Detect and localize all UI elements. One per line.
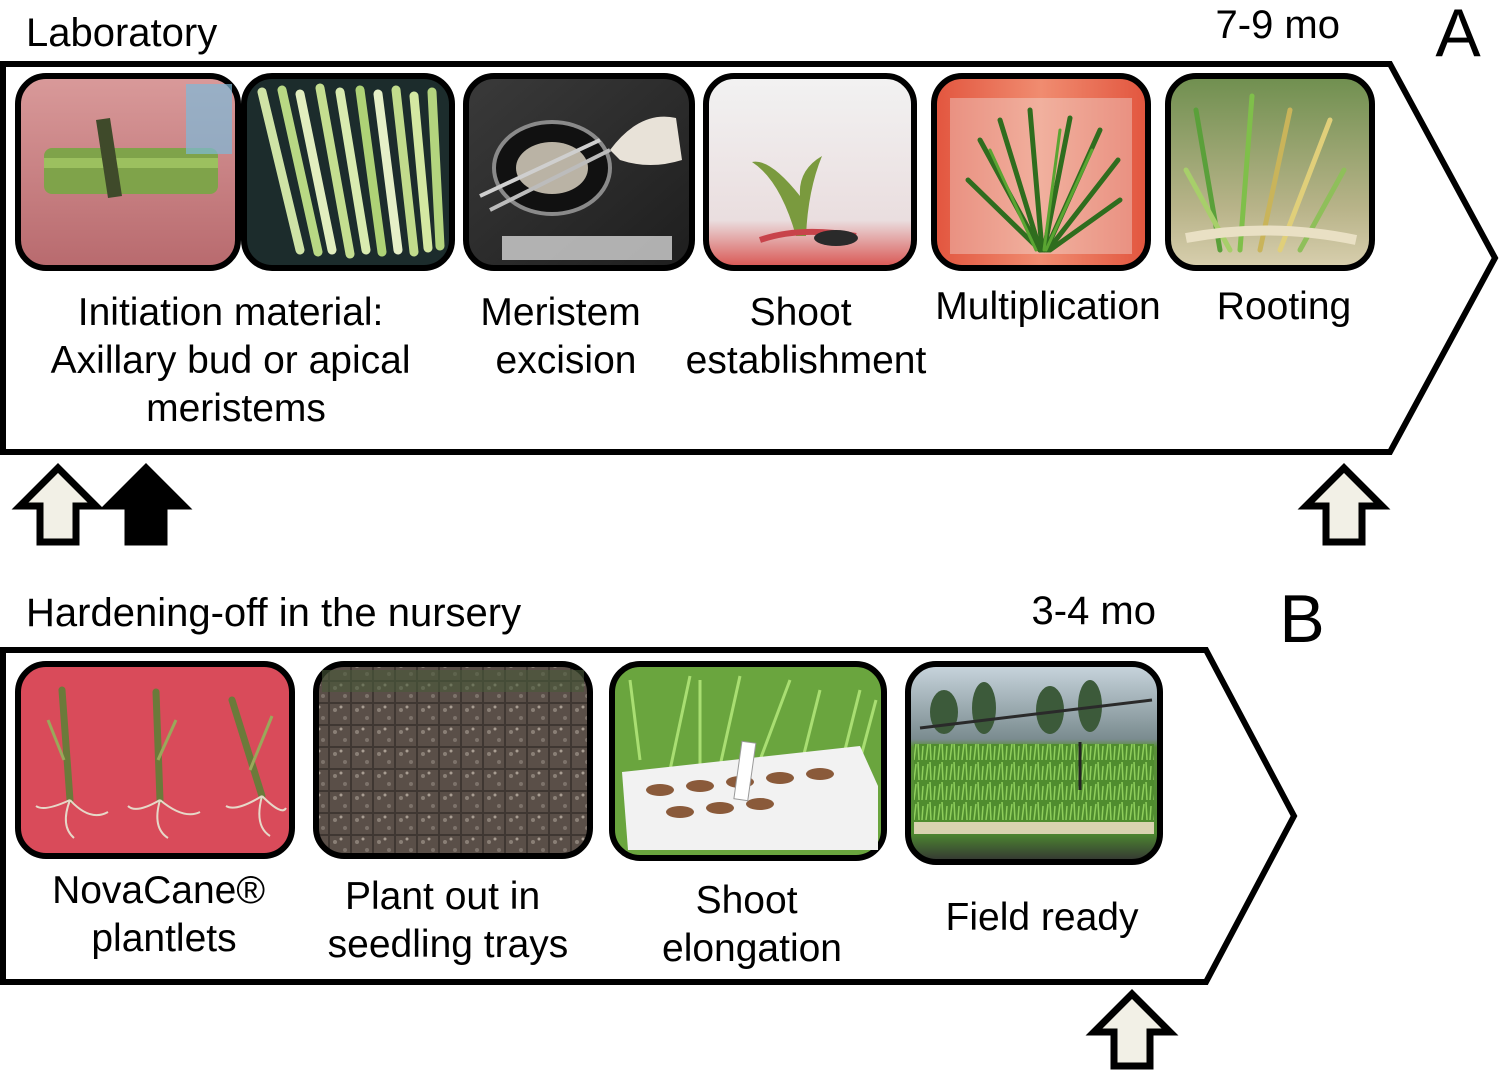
open-up-arrow-icon bbox=[1085, 989, 1179, 1070]
label-shoot-elongation: Shoot elongation bbox=[662, 879, 842, 970]
panel-b-heading: Hardening-off in the nursery bbox=[26, 591, 521, 635]
shoot-jar-photo bbox=[703, 73, 917, 271]
cut-stems-photo bbox=[241, 73, 455, 271]
open-up-arrow-icon bbox=[11, 463, 105, 546]
panel-a-letter: A bbox=[1435, 0, 1481, 71]
label-shoot-establishment: Shoot establishment bbox=[686, 291, 927, 382]
panel-a: Laboratory 7-9 mo A bbox=[0, 0, 1499, 546]
label-novacane-plantlets: NovaCane® plantlets bbox=[52, 869, 276, 960]
label-multiplication: Multiplication bbox=[935, 285, 1160, 328]
seedling-trays-photo bbox=[313, 661, 593, 859]
panel-a-heading: Laboratory bbox=[26, 11, 217, 55]
label-initiation: Initiation material: Axillary bud or api… bbox=[51, 291, 422, 430]
plantlets-photo bbox=[15, 661, 295, 859]
label-field-ready: Field ready bbox=[946, 896, 1139, 939]
elongation-trays-photo bbox=[609, 661, 887, 861]
nursery-field-photo bbox=[905, 661, 1163, 865]
panel-b-duration: 3-4 mo bbox=[1032, 589, 1157, 633]
label-meristem-excision: Meristem excision bbox=[480, 291, 651, 382]
rooting-jar-photo bbox=[1165, 73, 1375, 271]
excision-photo bbox=[463, 73, 695, 271]
multiplication-jar-photo bbox=[931, 73, 1151, 271]
panel-a-step-labels: Initiation material: Axillary bud or api… bbox=[51, 285, 1352, 430]
panel-b-letter: B bbox=[1279, 581, 1324, 657]
open-up-arrow-icon bbox=[1297, 463, 1391, 546]
filled-up-arrow-icon bbox=[99, 463, 193, 546]
panel-a-duration: 7-9 mo bbox=[1216, 3, 1341, 47]
panel-b: Hardening-off in the nursery 3-4 mo B bbox=[0, 581, 1325, 1070]
label-rooting: Rooting bbox=[1217, 285, 1351, 328]
panel-b-step-labels: NovaCane® plantlets Plant out in seedlin… bbox=[52, 869, 1139, 970]
stem-node-photo bbox=[15, 73, 241, 271]
label-plant-out: Plant out in seedling trays bbox=[328, 875, 569, 966]
